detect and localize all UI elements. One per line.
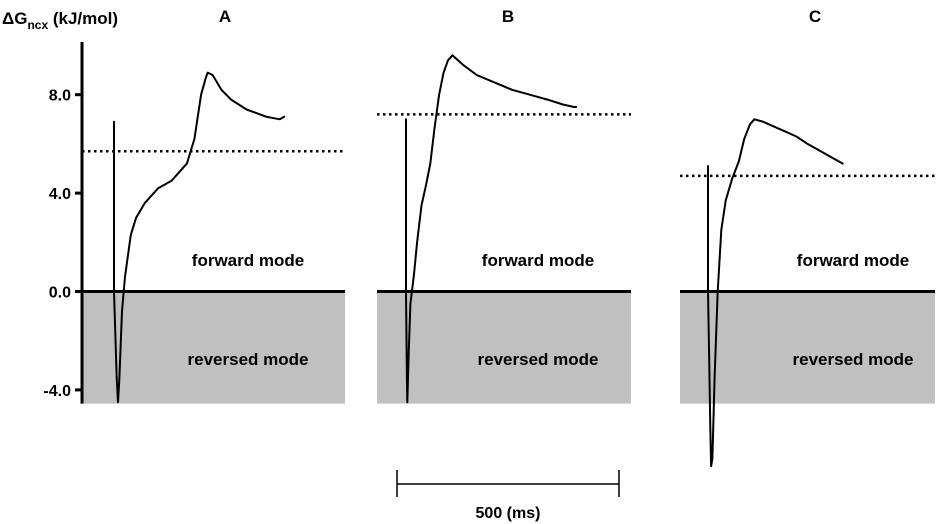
y-tick-label-1: 4.0 [49,186,71,203]
panel-b-trace-0 [405,54,578,404]
scale-bar: 500 (ms) [396,470,620,522]
panel-b-reversed-region [377,291,631,404]
panel-a-title: A [219,7,231,26]
panel-b-forward-label: forward mode [482,251,594,270]
panel-c-trace-0 [707,118,844,468]
y-axis-title: ΔGncx (kJ/mol) [2,9,118,32]
panel-b-reversed-label: reversed mode [478,350,599,369]
y-tick-label-2: 0.0 [49,285,71,302]
scale-bar-label: 500 (ms) [476,505,541,522]
y-tick-label-0: 8.0 [49,88,71,105]
panel-c-forward-label: forward mode [797,251,909,270]
panel-c-reversed-region [680,291,935,404]
y-tick-label-3: -4.0 [43,383,71,400]
panel-a-reversed-label: reversed mode [188,350,309,369]
panel-a-trace-0 [113,71,286,404]
panel-c-reversed-label: reversed mode [793,350,914,369]
panel-b-title: B [502,7,514,26]
panel-a-reversed-region [82,291,345,404]
panel-a-forward-label: forward mode [192,251,304,270]
panel-c-title: C [809,7,821,26]
